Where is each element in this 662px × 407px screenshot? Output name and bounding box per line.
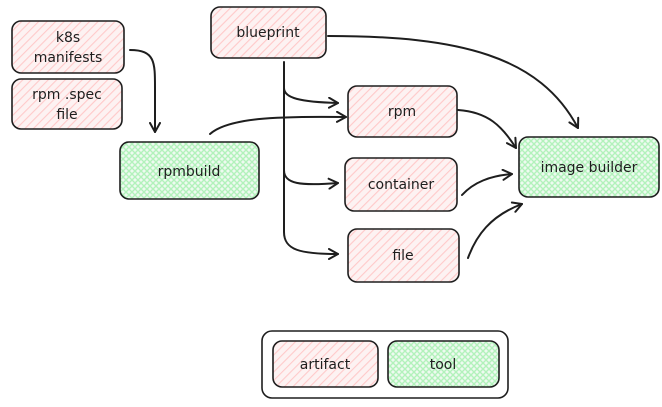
node-rpm: rpm (347, 85, 458, 138)
node-k8s-manifests: k8s manifests (11, 20, 125, 74)
node-k8s-manifests-line2: manifests (34, 50, 103, 66)
node-blueprint-label: blueprint (236, 25, 300, 41)
edge-blueprint-to-image-builder (327, 35, 580, 129)
legend-artifact: artifact (272, 340, 379, 388)
legend-tool: tool (387, 340, 500, 388)
node-rpmbuild-label: rpmbuild (158, 164, 221, 180)
node-rpm-spec-file: rpm .spec file (11, 78, 123, 130)
node-rpmbuild: rpmbuild (119, 141, 260, 200)
node-container-label: container (368, 177, 435, 193)
edge-k8s-to-rpmbuild (129, 49, 161, 133)
node-blueprint: blueprint (210, 6, 327, 59)
node-rpm-spec-file-line2: file (56, 107, 77, 123)
node-k8s-manifests-line1: k8s (56, 30, 80, 46)
legend-tool-label: tool (430, 357, 457, 373)
legend: artifact tool (261, 330, 509, 399)
edge-blueprint-to-file (283, 169, 339, 260)
node-file-label: file (392, 248, 413, 264)
node-container: container (344, 157, 458, 212)
node-image-builder-label: image builder (541, 160, 638, 176)
edge-rpmbuild-to-rpm (209, 110, 347, 135)
node-rpm-spec-file-line1: rpm .spec (32, 87, 102, 103)
legend-artifact-label: artifact (300, 357, 351, 373)
edge-blueprint-to-rpm (283, 61, 339, 109)
edge-container-to-image-builder (461, 168, 513, 196)
node-image-builder: image builder (518, 136, 660, 198)
edges (129, 35, 580, 260)
edge-file-to-image-builder (467, 201, 523, 259)
node-rpm-label: rpm (388, 104, 416, 120)
node-file: file (347, 228, 460, 283)
edge-rpm-to-image-builder (457, 109, 517, 149)
